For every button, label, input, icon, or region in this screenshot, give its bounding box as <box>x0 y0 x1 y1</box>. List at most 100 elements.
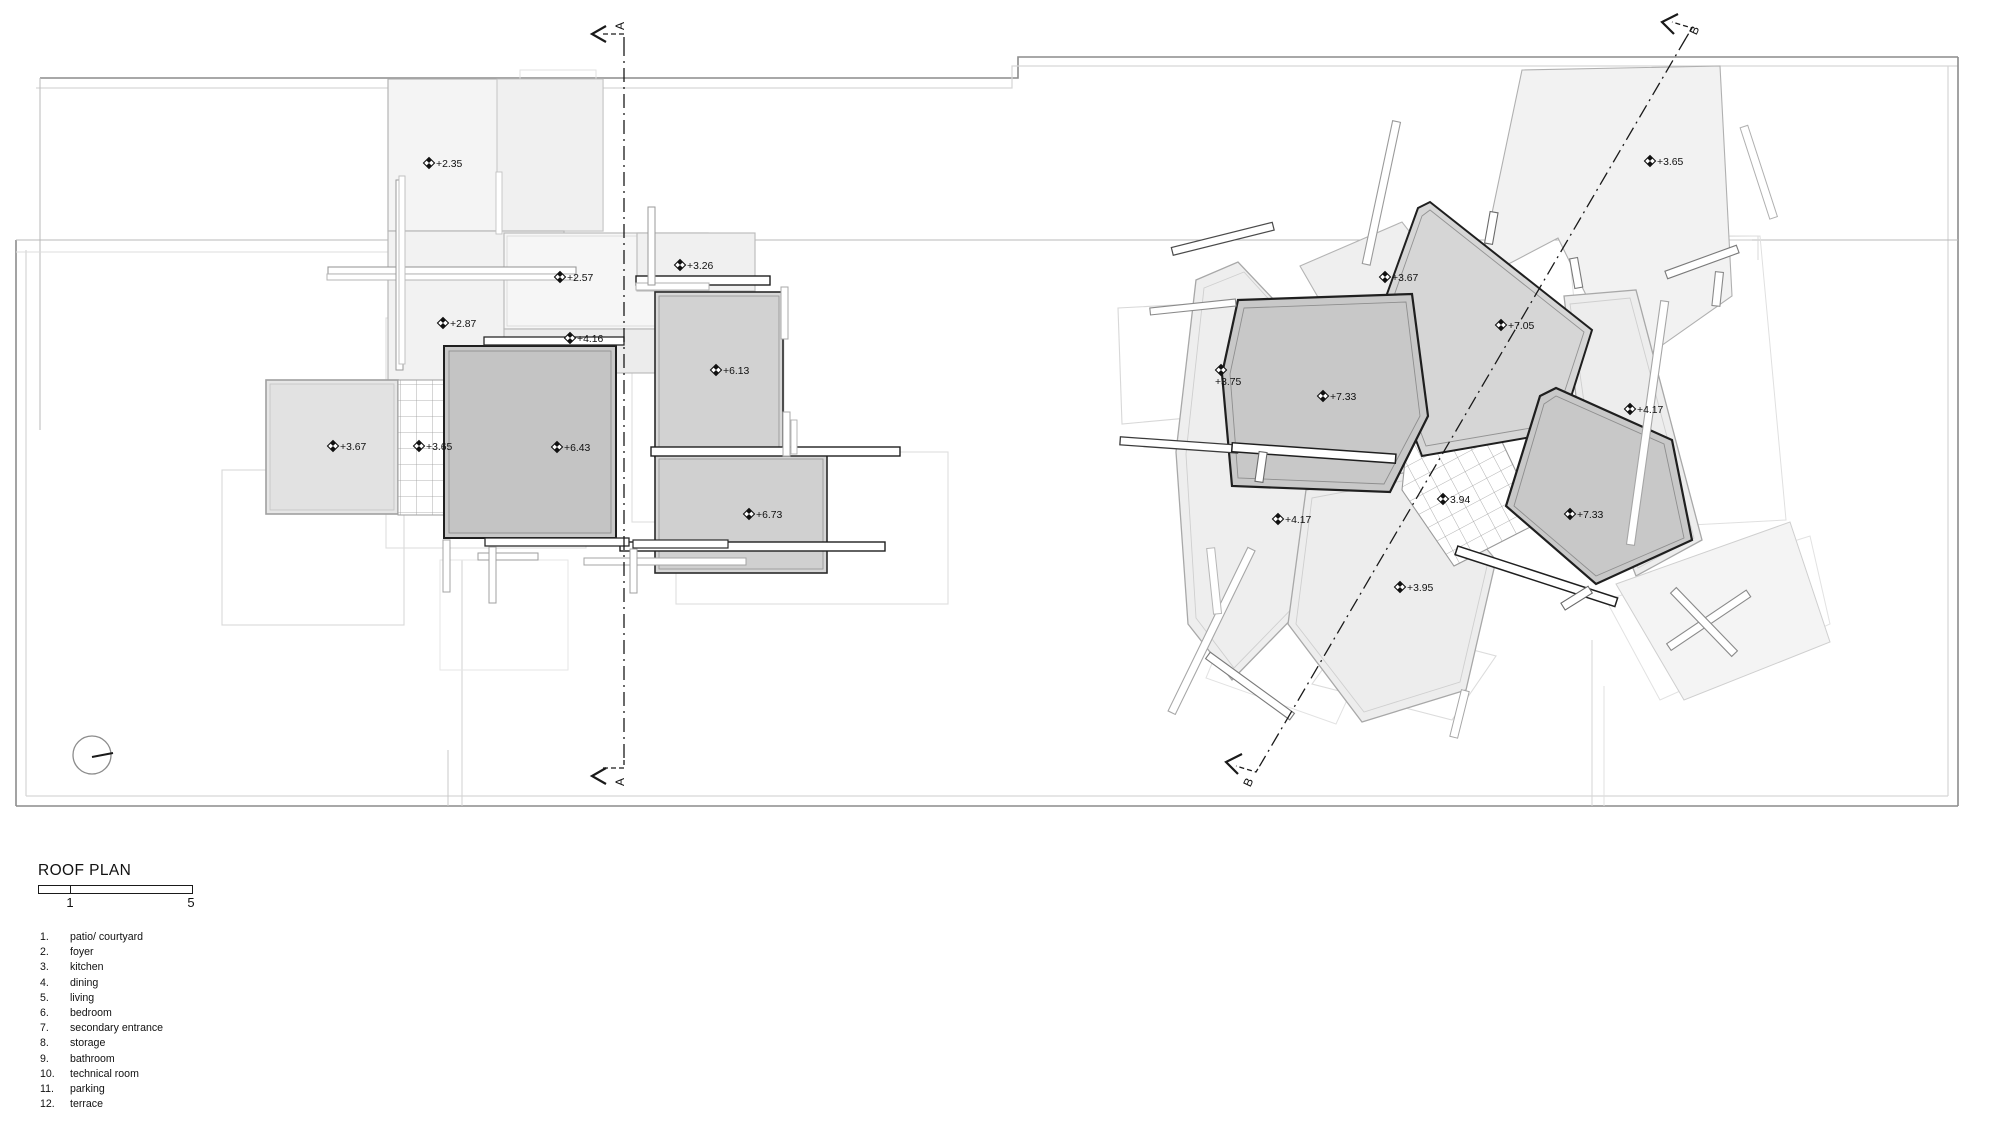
legend-item-label: storage <box>70 1037 106 1050</box>
elevation-label: +3.26 <box>687 261 714 272</box>
section-marker-a-bottom: A <box>589 760 627 786</box>
elevation-marker: +2.35 <box>422 156 463 170</box>
legend-item-number: 2. <box>40 946 49 959</box>
elevation-label: +3.65 <box>1657 157 1684 168</box>
legend-item-label: living <box>70 991 95 1004</box>
right-cluster-main-roofs <box>1220 200 1694 586</box>
spot-level-icon <box>1494 318 1508 332</box>
elevation-marker: +3.65 <box>1643 154 1684 168</box>
legend-item: 10. technical room <box>40 1067 370 1082</box>
elevation-label: +3.75 <box>1215 377 1242 388</box>
spot-level-icon <box>326 439 340 453</box>
elevation-marker: +7.33 <box>1563 507 1604 521</box>
legend-item-number: 9. <box>40 1052 49 1065</box>
legend-item-number: 3. <box>40 961 49 974</box>
spot-level-icon <box>1214 363 1228 377</box>
scale-label-end: 5 <box>187 895 195 911</box>
svg-text:A: A <box>613 22 627 30</box>
spot-level-icon <box>550 440 564 454</box>
legend-item: 1.patio/ courtyard <box>40 930 370 945</box>
legend-item-number: 12. <box>40 1098 55 1111</box>
elevation-marker: +2.87 <box>436 316 477 330</box>
legend-item-number: 6. <box>40 1007 49 1020</box>
spot-level-icon <box>1436 492 1450 506</box>
elevation-marker: +4.17 <box>1623 402 1664 416</box>
scale-bar-labels: 1 5 <box>38 895 198 913</box>
legend-item-number: 10. <box>40 1067 55 1080</box>
legend-item-number: 8. <box>40 1037 49 1050</box>
elevation-marker: +7.05 <box>1494 318 1535 332</box>
right-cluster-canopies <box>1119 120 1779 739</box>
elevation-label: +2.57 <box>567 273 594 284</box>
spot-level-icon <box>553 270 567 284</box>
roof-plane-6-13 <box>654 291 784 458</box>
elevation-marker: +4.17 <box>1271 512 1312 526</box>
elevation-marker: +7.33 <box>1316 389 1357 403</box>
spot-level-icon <box>1316 389 1330 403</box>
scale-bar-tick <box>70 884 72 895</box>
roof-plane-6-73 <box>654 454 828 574</box>
svg-text:B: B <box>1240 776 1256 789</box>
section-marker-b-top: B <box>1660 13 1702 39</box>
elevation-label: 3.94 <box>1450 495 1470 506</box>
elevation-label: +6.43 <box>564 443 591 454</box>
elevation-marker: +3.65 <box>412 439 453 453</box>
legend-item: 6. bedroom <box>40 1006 370 1021</box>
spot-level-icon <box>436 316 450 330</box>
legend-item: 7. secondary entrance <box>40 1021 370 1036</box>
elevation-label: +3.67 <box>1392 273 1419 284</box>
scale-bar-graphic <box>38 884 193 895</box>
legend-item-label: bedroom <box>70 1007 112 1020</box>
legend-item-label: technical room <box>70 1067 139 1080</box>
spot-level-icon <box>412 439 426 453</box>
elevation-label: +6.13 <box>723 366 750 377</box>
elevation-label: +2.35 <box>436 159 463 170</box>
legend-item-number: 5. <box>40 991 49 1004</box>
section-line-b <box>1261 37 1687 763</box>
spot-level-icon <box>422 156 436 170</box>
legend-item: 12. terrace <box>40 1097 370 1112</box>
elevation-marker: +6.43 <box>550 440 591 454</box>
roof-plane-2-35 <box>387 78 604 232</box>
spot-level-icon <box>1643 154 1657 168</box>
elevation-marker: +3.95 <box>1393 580 1434 594</box>
roof-plane-6-43 <box>443 345 617 539</box>
svg-text:B: B <box>1686 24 1702 37</box>
elevation-marker: +6.73 <box>742 507 783 521</box>
legend-item-number: 7. <box>40 1022 49 1035</box>
spot-level-icon <box>709 363 723 377</box>
legend-item-label: secondary entrance <box>70 1022 164 1035</box>
scale-bar: 1 5 <box>38 884 198 915</box>
legend-item-label: foyer <box>70 946 94 959</box>
legend-item-label: bathroom <box>70 1052 115 1065</box>
elevation-marker: +2.57 <box>553 270 594 284</box>
legend-item-label: patio/ courtyard <box>70 931 144 943</box>
left-cluster-canopies <box>326 171 901 604</box>
elevation-label: +2.87 <box>450 319 477 330</box>
elevation-marker: +3.75 <box>1214 363 1242 388</box>
title-block: ROOF PLAN 1 5 <box>38 862 458 915</box>
legend-item-label: kitchen <box>70 961 104 974</box>
legend-item-label: terrace <box>70 1098 103 1111</box>
elevation-label: +3.67 <box>340 442 367 453</box>
legend-item: 3. kitchen <box>40 960 370 975</box>
spot-level-icon <box>1563 507 1577 521</box>
elevation-label: +4.17 <box>1637 405 1664 416</box>
svg-text:A: A <box>613 778 627 786</box>
elevation-label: +6.73 <box>756 510 783 521</box>
legend-item-label: parking <box>70 1083 105 1096</box>
section-marker-b-bottom: B <box>1224 753 1263 789</box>
elevation-markers: +2.35+2.57+3.26+2.87+4.16+6.13+3.67+3.65… <box>326 154 1684 594</box>
scale-label-start: 1 <box>66 895 74 911</box>
legend-item-number: 4. <box>40 976 49 989</box>
legend-item: 8. storage <box>40 1036 370 1051</box>
spot-level-icon <box>563 331 577 345</box>
elevation-marker: 3.94 <box>1436 492 1470 506</box>
spot-level-icon <box>1623 402 1637 416</box>
north-arrow <box>72 735 114 775</box>
section-marker-a-top: A <box>589 22 627 43</box>
spot-level-icon <box>1393 580 1407 594</box>
